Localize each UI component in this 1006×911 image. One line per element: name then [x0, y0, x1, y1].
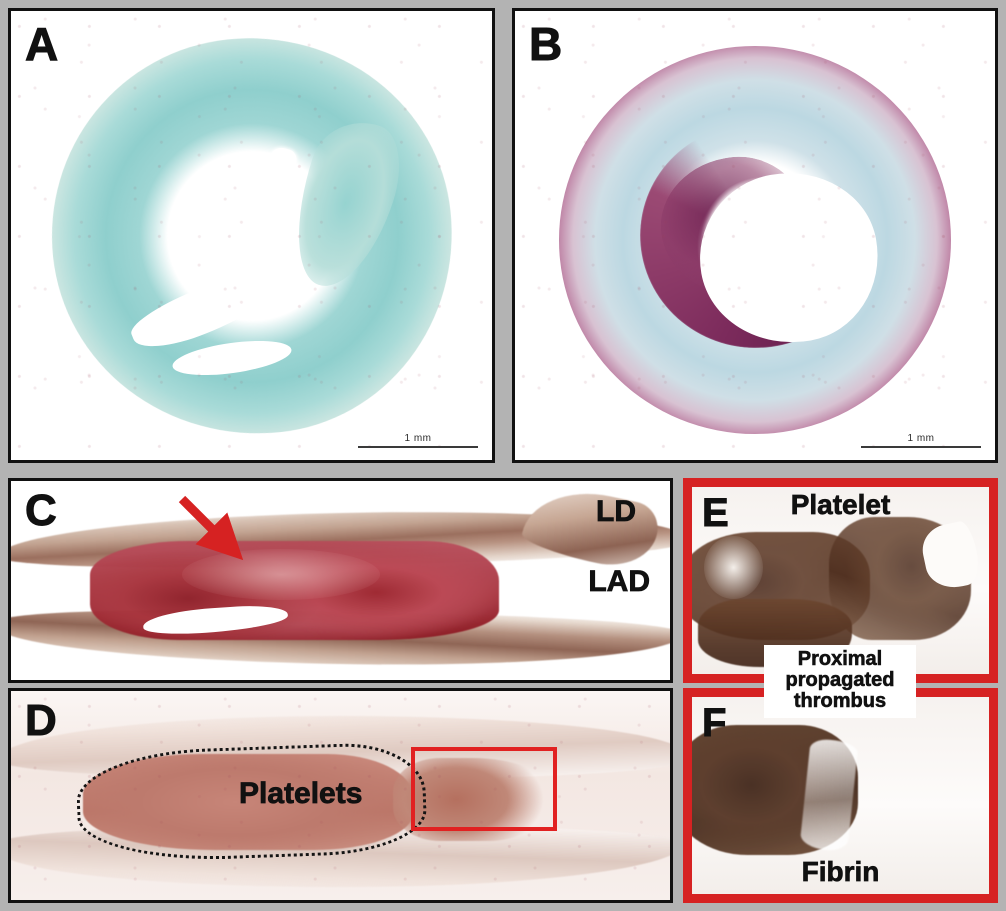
- roi-rectangle-d: [411, 747, 557, 831]
- panel-b-image: [515, 11, 995, 460]
- panel-d-platelet-immunostain: Platelets D: [8, 688, 673, 903]
- platelet-rich-region-d: [83, 753, 413, 850]
- panel-a-cross-section-movat: A 1 mm: [8, 8, 495, 463]
- unstained-area-e: [703, 535, 764, 600]
- panel-letter-d: D: [25, 696, 58, 745]
- panel-a-image: [11, 11, 492, 460]
- scalebar-b-label: 1 mm: [907, 433, 935, 444]
- proximal-propagated-thrombus-note: Proximal propagated thrombus: [764, 645, 916, 718]
- scalebar-b-line: [861, 446, 981, 448]
- caption-fibrin-f: Fibrin: [801, 856, 880, 888]
- panel-c-longitudinal-section: LD LAD C: [8, 478, 673, 683]
- scalebar-a-line: [358, 446, 478, 448]
- panel-b-cross-section-movat: B 1 mm: [512, 8, 998, 463]
- label-ld: LD: [596, 495, 637, 529]
- panel-letter-b: B: [528, 18, 562, 70]
- panel-letter-c: C: [25, 486, 58, 535]
- note-line-1: Proximal: [797, 648, 883, 670]
- note-line-3: thrombus: [793, 690, 887, 713]
- panel-letter-a: A: [24, 18, 58, 70]
- rupture-arrow-icon: [176, 493, 246, 563]
- scalebar-a: 1 mm: [358, 433, 478, 448]
- scalebar-a-label: 1 mm: [404, 433, 432, 444]
- panel-f-fibrin-stain: Fibrin F: [683, 688, 998, 903]
- panel-d-image: Platelets: [11, 691, 670, 900]
- label-lad: LAD: [588, 565, 650, 599]
- label-platelets: Platelets: [239, 777, 363, 811]
- note-line-2: propagated: [785, 669, 895, 692]
- panel-e-image: Platelet: [692, 487, 989, 674]
- panel-letter-f: F: [701, 701, 726, 745]
- panel-letter-e: E: [702, 491, 730, 535]
- panel-f-image: Fibrin: [692, 697, 989, 894]
- caption-platelet-e: Platelet: [790, 489, 891, 521]
- panel-c-image: LD LAD: [11, 481, 670, 680]
- scalebar-b: 1 mm: [861, 433, 981, 448]
